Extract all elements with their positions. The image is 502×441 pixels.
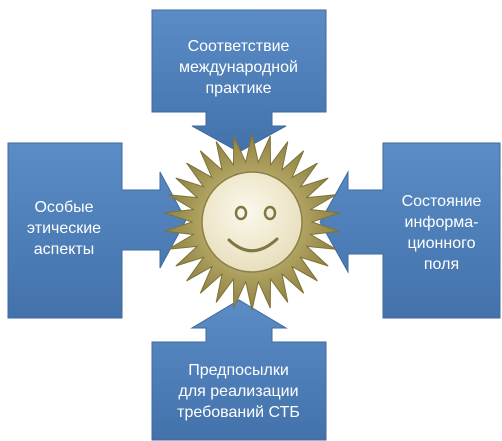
right-callout-box [319, 142, 501, 319]
smiley-sun-icon [164, 133, 340, 311]
bottom-callout-box [151, 299, 327, 441]
left-box-label: Особые этические аспекты [26, 198, 102, 258]
sun-face [201, 171, 303, 273]
right-box-label: Состояние информа- ционного поля [401, 193, 482, 273]
left-callout-box [7, 142, 187, 319]
left-eye [234, 205, 248, 221]
top-callout-box [151, 9, 327, 153]
top-box-label: Соответствие международной практике [179, 37, 298, 97]
smile-mouth [227, 237, 279, 253]
right-eye [263, 205, 277, 221]
bottom-box-label: Предпосылки для реализации требований СТ… [177, 361, 300, 421]
